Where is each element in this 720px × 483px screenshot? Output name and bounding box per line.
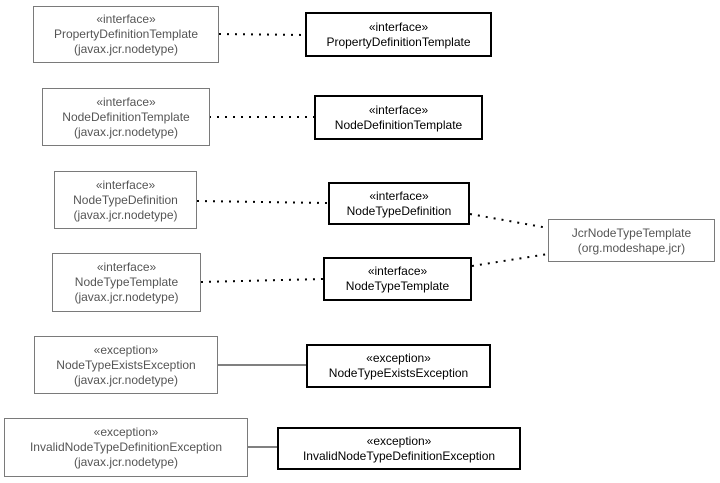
package-label: (javax.jcr.nodetype) [73, 455, 179, 469]
external-class-box: «interface» NodeTypeDefinition (javax.jc… [54, 171, 197, 229]
local-class-box: «interface» NodeTypeDefinition [328, 182, 470, 225]
class-name: NodeTypeDefinition [73, 192, 178, 207]
class-name: NodeDefinitionTemplate [334, 117, 463, 132]
external-class-box: «interface» NodeDefinitionTemplate (java… [42, 88, 210, 146]
class-name: JcrNodeTypeTemplate [571, 225, 692, 240]
local-class-box: «interface» NodeDefinitionTemplate [314, 95, 483, 140]
local-class-box: «exception» InvalidNodeTypeDefinitionExc… [277, 427, 521, 470]
package-label: (javax.jcr.nodetype) [73, 42, 179, 56]
stereotype-label: «exception» [93, 425, 159, 439]
stereotype-label: «interface» [96, 94, 156, 109]
class-name: PropertyDefinitionTemplate [53, 27, 199, 41]
external-class-box: «exception» NodeTypeExistsException (jav… [34, 336, 218, 394]
stereotype-label: «exception» [366, 433, 432, 448]
link-ntt-impl [471, 253, 549, 267]
class-name: NodeTypeDefinition [346, 203, 452, 218]
package-label: (javax.jcr.nodetype) [73, 124, 179, 139]
link-row1 [218, 33, 306, 36]
link-ntd-impl [469, 213, 549, 229]
local-class-box: «interface» PropertyDefinitionTemplate [305, 12, 492, 57]
class-name: InvalidNodeTypeDefinitionException [29, 440, 223, 454]
package-label: (javax.jcr.nodetype) [73, 372, 179, 387]
stereotype-label: «interface» [369, 188, 429, 203]
stereotype-label: «interface» [95, 177, 156, 192]
package-label: (org.modeshape.jcr) [577, 240, 686, 255]
local-class-box: «interface» NodeTypeTemplate [323, 257, 472, 301]
package-label: (javax.jcr.nodetype) [73, 207, 178, 222]
stereotype-label: «interface» [367, 264, 428, 278]
external-class-box: «interface» PropertyDefinitionTemplate (… [33, 6, 219, 63]
link-row3 [196, 200, 329, 204]
package-label: (javax.jcr.nodetype) [74, 290, 179, 304]
local-class-box: «exception» NodeTypeExistsException [306, 344, 491, 388]
stereotype-label: «interface» [96, 260, 157, 274]
stereotype-label: «interface» [368, 19, 429, 34]
class-name: PropertyDefinitionTemplate [326, 34, 471, 49]
link-row4 [200, 278, 324, 283]
class-name: NodeTypeExistsException [56, 357, 196, 372]
external-class-box: «exception» InvalidNodeTypeDefinitionExc… [4, 418, 248, 477]
class-name: InvalidNodeTypeDefinitionException [302, 448, 496, 463]
class-name: NodeTypeTemplate [74, 275, 179, 289]
stereotype-label: «interface» [96, 12, 156, 26]
implementation-class-box: JcrNodeTypeTemplate (org.modeshape.jcr) [548, 219, 715, 262]
external-class-box: «interface» NodeTypeTemplate (javax.jcr.… [52, 253, 201, 312]
class-name: NodeTypeExistsException [328, 366, 469, 380]
stereotype-label: «exception» [366, 351, 431, 365]
class-name: NodeTypeTemplate [345, 279, 450, 293]
stereotype-label: «interface» [368, 102, 429, 117]
class-name: NodeDefinitionTemplate [62, 109, 190, 124]
stereotype-label: «exception» [93, 342, 159, 357]
